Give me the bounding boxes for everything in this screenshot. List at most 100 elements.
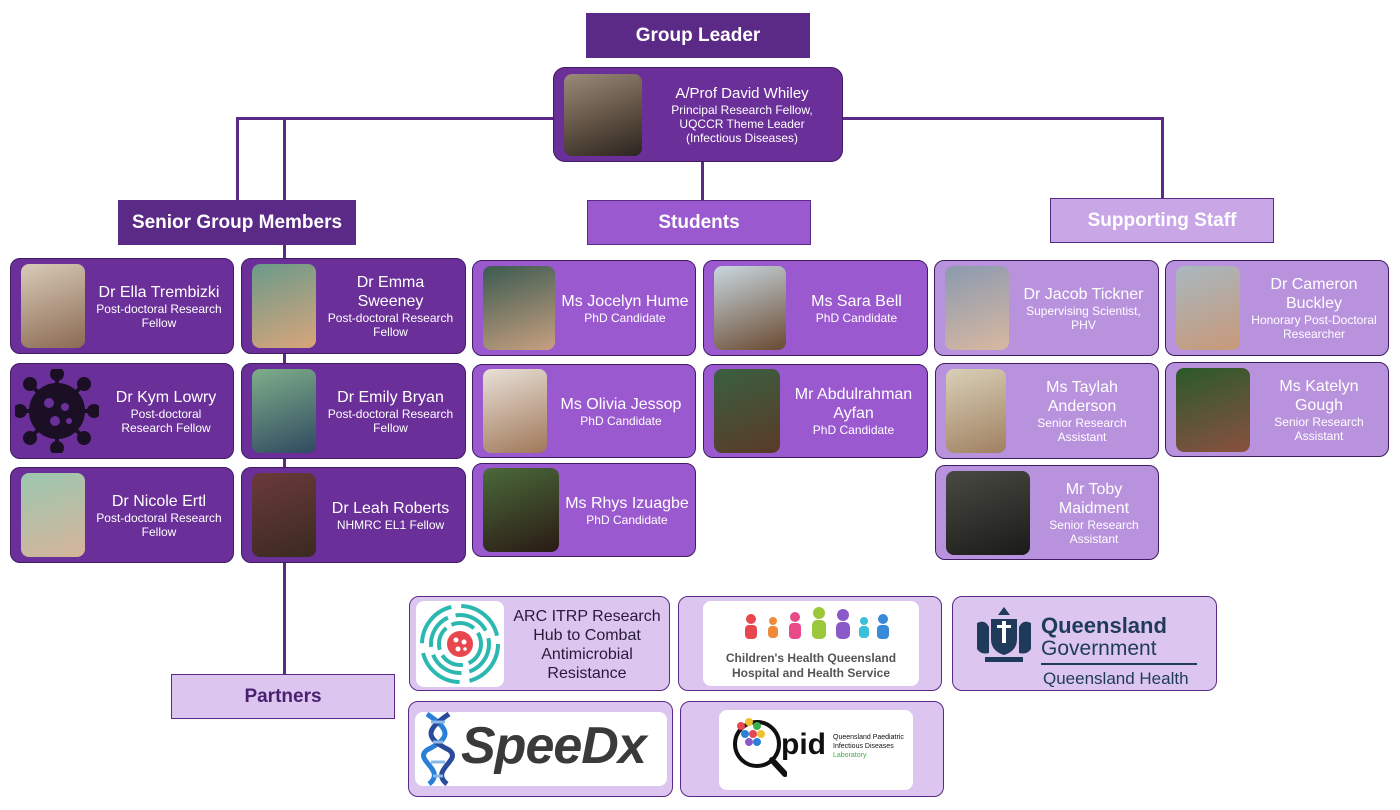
member-name: Ms Sara Bell <box>811 292 902 310</box>
member-photo <box>252 473 316 557</box>
partner-chq: Children's Health Queensland Hospital an… <box>678 596 942 691</box>
connector-partners-mid1 <box>283 354 286 364</box>
qld-health: Queensland Health <box>1043 669 1189 688</box>
member-photo <box>946 369 1006 453</box>
qld-gov-line1: Queensland <box>1041 613 1167 638</box>
qld-gov-divider <box>1041 663 1197 665</box>
member-name: Dr Emily Bryan <box>337 388 444 406</box>
member-role: PhD Candidate <box>812 423 895 437</box>
partner-qld-gov: Queensland Government Queensland Health <box>952 596 1217 691</box>
member-name: Dr Jacob Tickner <box>1023 285 1144 303</box>
member-role: Post-doctoral Research Fellow <box>96 510 222 539</box>
member-photo <box>714 266 786 350</box>
connector-partners-lower <box>283 562 286 674</box>
member-role: NHMRC EL1 Fellow <box>336 517 445 532</box>
leader-role-1: Principal Research Fellow, <box>671 103 813 117</box>
connector-leader-left <box>236 117 554 120</box>
member-role: Senior Research Assistant <box>1049 517 1139 546</box>
member-role: Post-doctoral Research Fellow <box>121 406 211 435</box>
qpid-wordmark: pid <box>781 728 826 761</box>
chq-name-line2: Hospital and Health Service <box>731 666 891 680</box>
member-role: Post-doctoral Research Fellow <box>327 311 454 339</box>
arc-hub-name: ARC ITRP Research Hub to Combat Antimicr… <box>513 608 661 682</box>
member-photo <box>946 470 1030 555</box>
partners-header: Partners <box>171 674 395 719</box>
connector-partners-upper <box>283 245 286 259</box>
leader-card: A/Prof David Whiley Principal Research F… <box>553 67 843 162</box>
member-name: Dr Emma Sweeney <box>356 274 425 310</box>
virus-icon <box>13 367 101 455</box>
member-photo <box>714 369 780 453</box>
member-name: Dr Nicole Ertl <box>111 492 207 510</box>
member-role: Post-doctoral Research Fellow <box>327 406 454 435</box>
children-figures-icon <box>745 607 889 639</box>
member-role: Honorary Post-Doctoral Researcher <box>1251 313 1377 341</box>
member-role: Senior Research Assistant <box>1274 414 1364 443</box>
students-header: Students <box>587 200 811 245</box>
member-role: Senior Research Assistant <box>1037 416 1127 444</box>
member-photo <box>252 369 316 453</box>
member-name: Ms Olivia Jessop <box>560 395 682 413</box>
connector-right <box>1161 117 1164 199</box>
partner-arc: ARC ITRP Research Hub to Combat Antimicr… <box>409 596 670 691</box>
qld-gov-line2: Government <box>1041 637 1157 660</box>
member-name: Ms Jocelyn Hume <box>561 292 689 310</box>
qpid-logo: pid Queensland Paediatric Infectious Dis… <box>719 710 913 790</box>
qpid-sub3: Laboratory <box>833 752 867 759</box>
member-photo <box>483 266 555 350</box>
arc-hub-logo <box>416 601 504 687</box>
partner-qpid: pid Queensland Paediatric Infectious Dis… <box>680 701 944 797</box>
crest-icon <box>973 603 1035 665</box>
member-role: PhD Candidate <box>584 310 666 325</box>
chq-logo: Children's Health Queensland Hospital an… <box>703 601 919 686</box>
member-photo <box>21 473 85 557</box>
speedx-wordmark: SpeeDx <box>461 717 647 775</box>
member-photo <box>1176 367 1250 452</box>
member-name: Dr Kym Lowry <box>115 388 217 406</box>
leader-role-2: UQCCR Theme Leader <box>679 117 805 131</box>
member-name: Mr Toby Maidment <box>1058 480 1130 517</box>
member-role: Post-doctoral Research Fellow <box>96 301 222 330</box>
member-photo <box>1176 266 1240 350</box>
connector-leader-right <box>843 117 1163 120</box>
supporting-staff-header: Supporting Staff <box>1050 198 1274 243</box>
connector-left-outer <box>236 117 239 201</box>
member-name: Ms Katelyn Gough <box>1279 377 1359 414</box>
qpid-sub2: Infectious Diseases <box>833 743 894 750</box>
partner-speedx: SpeeDx <box>408 701 673 797</box>
member-name: Dr Cameron Buckley <box>1270 276 1358 312</box>
member-name: Ms Rhys Izuagbe <box>565 494 689 512</box>
connector-students <box>701 162 704 200</box>
leader-photo <box>564 73 642 156</box>
member-name: Dr Ella Trembizki <box>98 283 220 301</box>
member-role: PhD Candidate <box>815 310 898 325</box>
member-name: Mr Abdulrahman Ayfan <box>794 386 913 422</box>
member-name: Dr Leah Roberts <box>331 499 450 517</box>
dna-icon <box>421 712 455 786</box>
member-photo <box>483 468 559 552</box>
chq-name-line1: Children's Health Queensland <box>725 651 897 665</box>
magnifier-icon <box>733 718 787 777</box>
member-photo <box>483 369 547 453</box>
leader-name: A/Prof David Whiley <box>675 85 809 102</box>
member-role: Supervising Scientist, PHV <box>1026 303 1141 332</box>
speedx-logo: SpeeDx <box>415 712 667 786</box>
connector-partners-mid2 <box>283 458 286 468</box>
connector-left-inner <box>283 117 286 201</box>
member-role: PhD Candidate <box>580 413 662 428</box>
